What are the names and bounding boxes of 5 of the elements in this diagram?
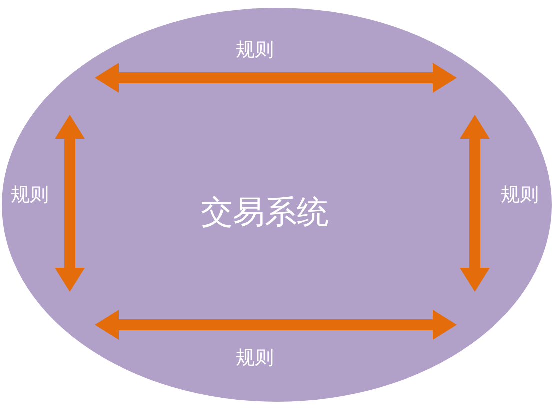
- rule-label: 规则: [501, 184, 539, 206]
- rule-label: 规则: [11, 184, 49, 206]
- system-title: 交易系统: [201, 193, 329, 231]
- rule-label: 规则: [236, 347, 274, 369]
- rule-label: 规则: [236, 39, 274, 61]
